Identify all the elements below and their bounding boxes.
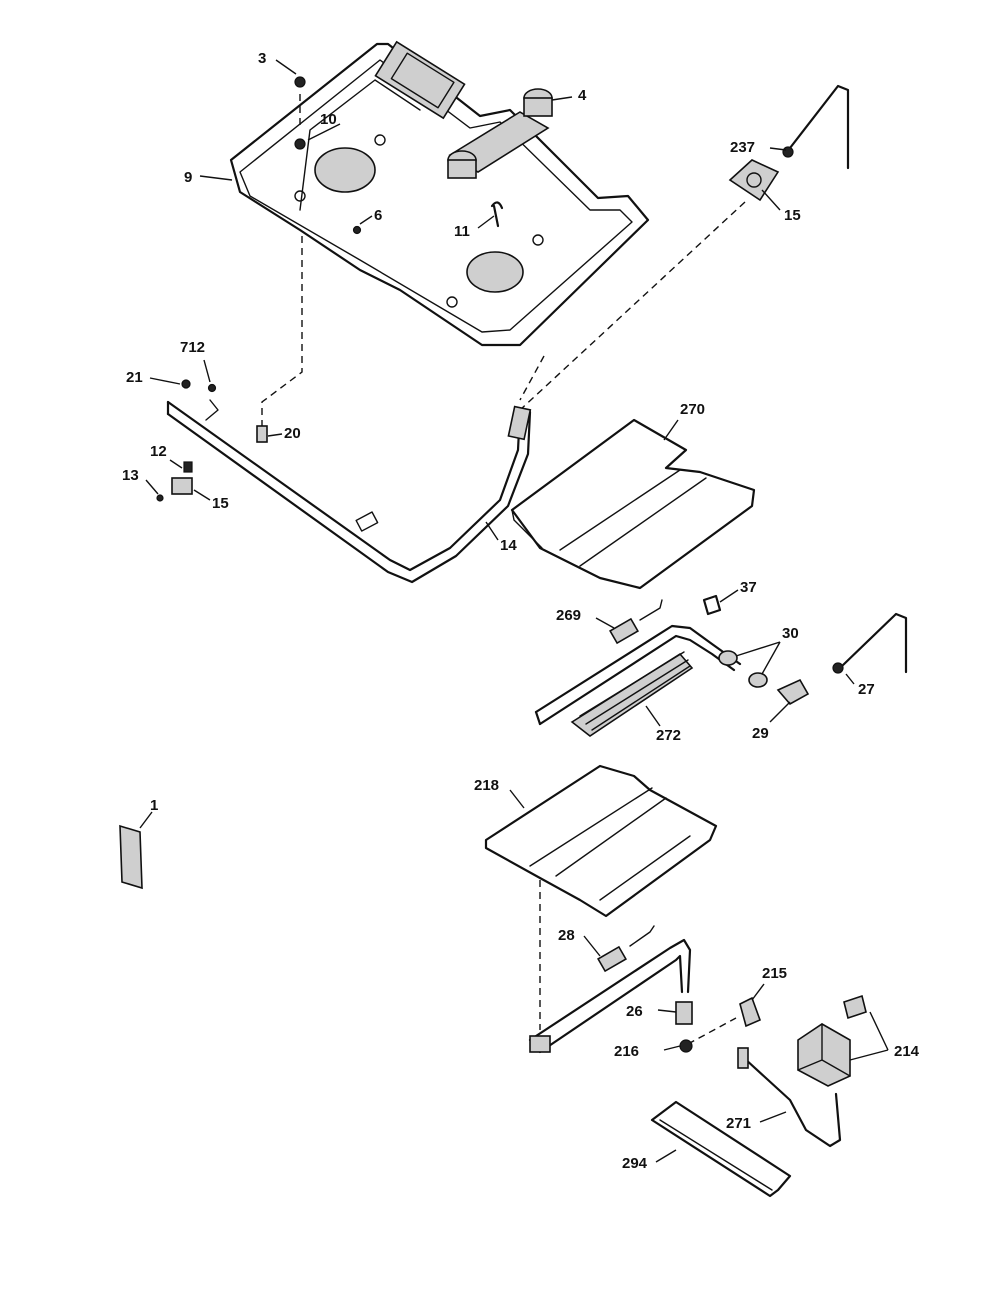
clip-12[interactable]: [183, 461, 193, 473]
callout-14: 14: [500, 537, 517, 554]
panel-294[interactable]: [650, 1100, 792, 1198]
callout-11: 11: [454, 223, 470, 240]
callout-6: 6: [374, 207, 382, 224]
shield-218[interactable]: [484, 764, 718, 918]
screw-3[interactable]: [294, 76, 306, 88]
screw-21[interactable]: [181, 379, 191, 389]
callout-21: 21: [126, 369, 143, 386]
callout-214: 214: [894, 1043, 920, 1060]
callout-10: 10: [320, 111, 337, 128]
fitting-20[interactable]: [256, 425, 268, 443]
callout-29: 29: [752, 725, 769, 742]
bake-burner-tube[interactable]: [534, 624, 742, 726]
callout-271: 271: [726, 1115, 751, 1132]
callout-1: 1: [150, 797, 158, 814]
callout-28: 28: [558, 927, 575, 944]
screw-10[interactable]: [294, 138, 306, 150]
callout-237: 237: [730, 139, 755, 156]
callout-13: 13: [122, 467, 139, 484]
callout-26: 26: [626, 1003, 643, 1020]
orifice-holder-15[interactable]: [728, 159, 780, 202]
broil-burner-tube[interactable]: [528, 938, 692, 1054]
callout-27: 27: [858, 681, 875, 698]
burner-box-pan[interactable]: [229, 40, 650, 347]
screw-13[interactable]: [156, 494, 164, 502]
callout-9: 9: [184, 169, 192, 186]
spacer-216[interactable]: [679, 1039, 693, 1053]
clip-11[interactable]: [490, 201, 504, 228]
tube-271[interactable]: [737, 1047, 842, 1148]
callout-216: 216: [614, 1043, 639, 1060]
burner-shield-270[interactable]: [510, 418, 756, 590]
orifice-26[interactable]: [675, 1001, 693, 1025]
screw-6[interactable]: [352, 225, 362, 235]
callout-270: 270: [680, 401, 705, 418]
orifice-15-left[interactable]: [171, 477, 193, 495]
callout-215: 215: [762, 965, 787, 982]
callout-30: 30: [782, 625, 799, 642]
clip-37[interactable]: [702, 594, 722, 616]
tube-237[interactable]: [782, 84, 850, 170]
callout-218: 218: [474, 777, 499, 794]
air-shutter-28[interactable]: [597, 925, 655, 973]
valve-assembly[interactable]: [447, 88, 553, 179]
bracket-215[interactable]: [739, 996, 762, 1028]
valve-214[interactable]: [797, 994, 867, 1087]
manifold-pipe-14[interactable]: [166, 400, 532, 584]
air-shutter-269[interactable]: [609, 599, 663, 645]
callout-15-upper: 15: [784, 207, 801, 224]
callout-37: 37: [740, 579, 757, 596]
callout-294: 294: [622, 1155, 648, 1172]
orifice-holder-29[interactable]: [776, 678, 810, 706]
callout-12: 12: [150, 443, 167, 460]
callout-272: 272: [656, 727, 681, 744]
callout-20: 20: [284, 425, 301, 442]
callout-712: 712: [180, 339, 205, 356]
burner-flame-spreader-272[interactable]: [570, 651, 694, 737]
leader-lines: [139, 59, 889, 1163]
callout-4: 4: [578, 87, 587, 104]
sleeves-30[interactable]: [718, 650, 768, 688]
callout-269: 269: [556, 607, 581, 624]
tube-27[interactable]: [832, 612, 908, 674]
callout-15-left: 15: [212, 495, 229, 512]
screw-712[interactable]: [205, 383, 219, 421]
callouts: 3 4 10 9 6 11 237 15 712 21 20 12 13 15 …: [122, 50, 920, 1172]
literature-1[interactable]: [119, 824, 143, 890]
callout-3: 3: [258, 50, 266, 67]
